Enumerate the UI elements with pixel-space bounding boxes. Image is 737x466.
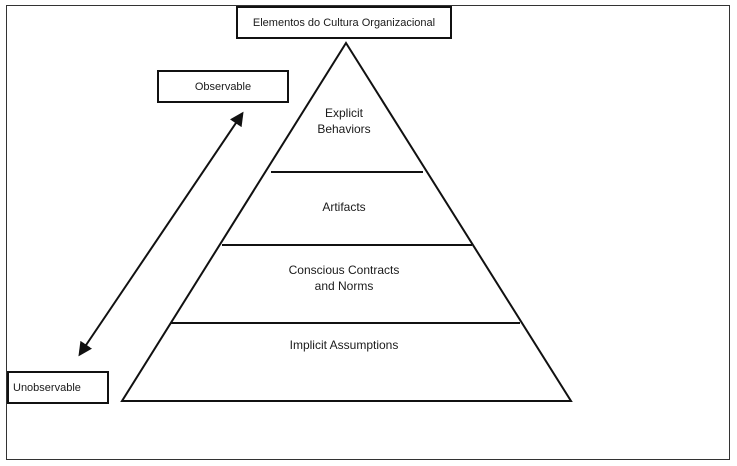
unobservable-label: Unobservable xyxy=(7,371,109,404)
layer-artifacts: Artifacts xyxy=(274,199,414,215)
layer-label-line1: Conscious Contracts xyxy=(288,263,400,277)
layer-label-line1: Explicit xyxy=(324,106,363,120)
layer-implicit-assumptions: Implicit Assumptions xyxy=(244,337,444,353)
layer-label-line2: Behaviors xyxy=(317,122,371,136)
diagram-frame xyxy=(6,5,730,460)
observability-arrow xyxy=(78,111,244,357)
layer-conscious-contracts: Conscious Contracts and Norms xyxy=(254,262,434,294)
layer-label-line2: and Norms xyxy=(314,279,374,293)
observable-label: Observable xyxy=(157,70,289,103)
layer-label-line1: Implicit Assumptions xyxy=(289,338,399,352)
diagram-title: Elementos do Cultura Organizacional xyxy=(236,6,452,39)
layer-label-line1: Artifacts xyxy=(322,200,366,214)
layer-explicit-behaviors: Explicit Behaviors xyxy=(296,105,392,137)
